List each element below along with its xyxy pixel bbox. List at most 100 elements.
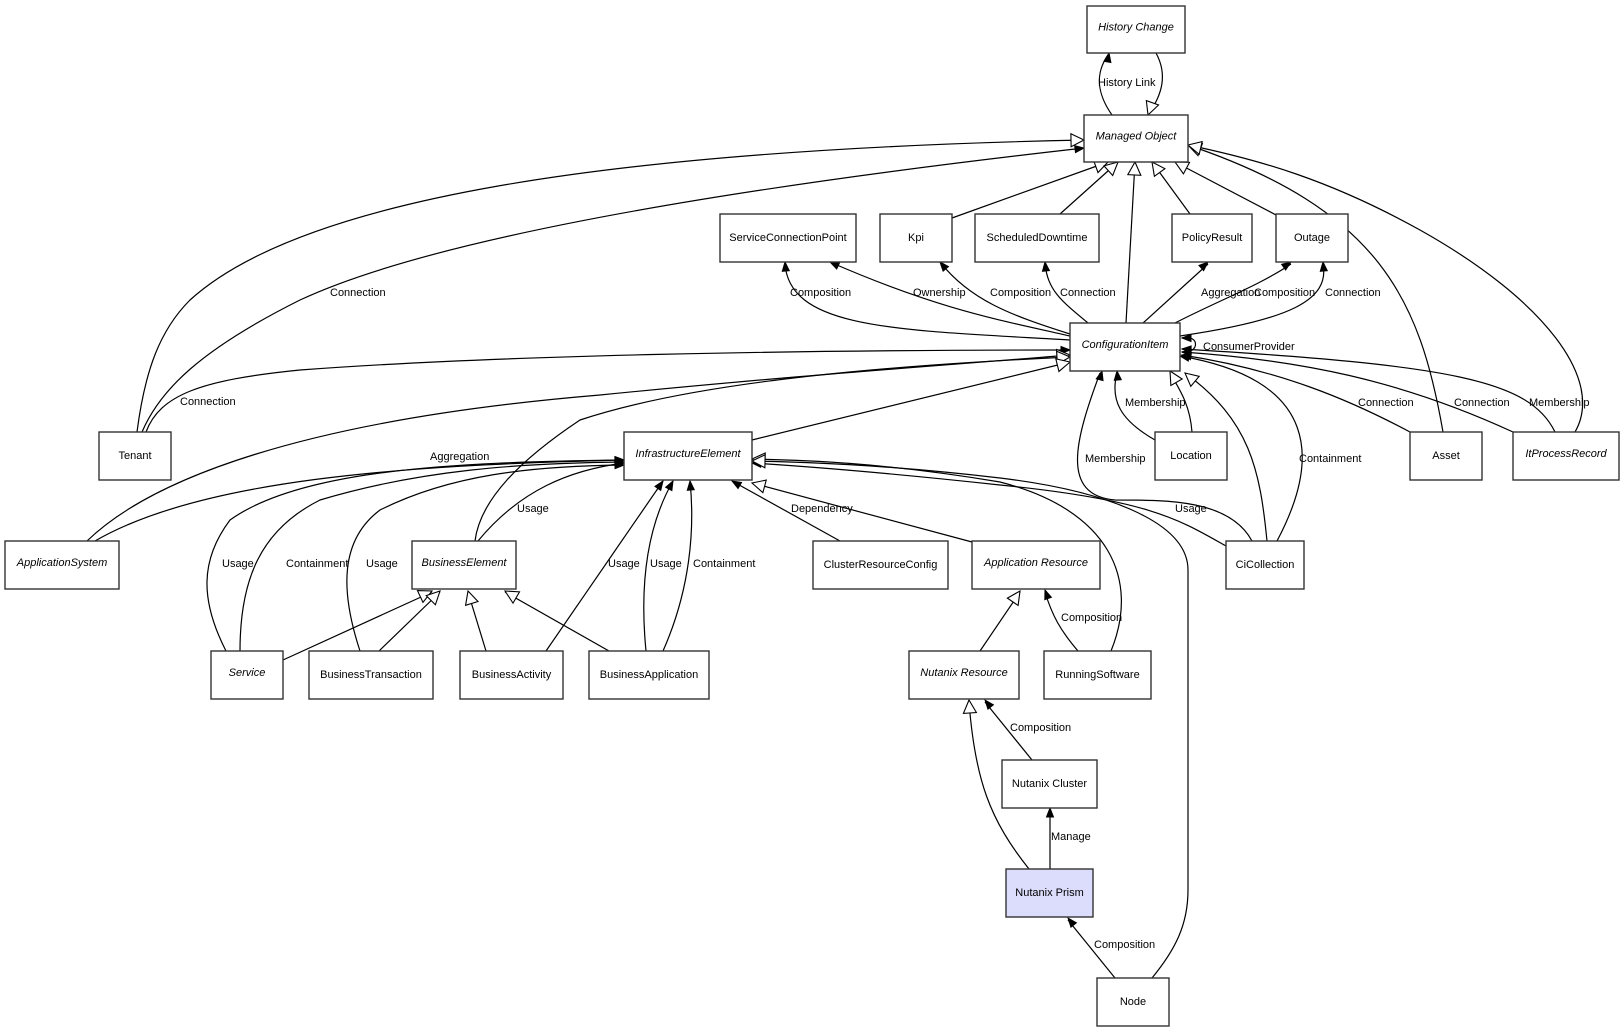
class-node-business-application[interactable]: BusinessApplication — [588, 650, 710, 700]
class-box[interactable] — [1083, 114, 1189, 163]
class-node-infrastructure-element[interactable]: InfrastructureElement — [623, 431, 753, 481]
class-box[interactable] — [1225, 540, 1305, 590]
class-node-asset[interactable]: Asset — [1409, 431, 1483, 481]
inheritance-arrowhead-icon — [1102, 161, 1119, 177]
class-node-outage[interactable]: Outage — [1275, 213, 1349, 263]
association-arrowhead-icon — [828, 261, 841, 270]
class-node-running-software[interactable]: RunningSoftware — [1043, 650, 1152, 700]
class-box[interactable] — [719, 213, 857, 263]
class-name: ConfigurationItem — [1082, 339, 1169, 351]
class-node-nutanix-cluster[interactable]: Nutanix Cluster — [1001, 759, 1098, 809]
class-box[interactable] — [971, 540, 1101, 590]
association-arrowhead-icon — [1044, 588, 1053, 601]
edge-line — [504, 591, 610, 652]
class-node-application-resource[interactable]: Application Resource — [971, 540, 1101, 590]
class-name: InfrastructureElement — [635, 448, 741, 460]
edge-label: Composition — [1061, 612, 1122, 624]
class-box[interactable] — [1512, 431, 1620, 481]
edge-line — [545, 480, 664, 652]
edge-sd-mo — [1059, 161, 1119, 215]
class-node-service[interactable]: Service — [210, 650, 284, 700]
edge-bt-be — [378, 590, 441, 652]
class-node-cluster-resource-config[interactable]: ClusterResourceConfig — [812, 540, 949, 590]
class-box[interactable] — [411, 540, 517, 590]
class-node-tenant[interactable]: Tenant — [98, 431, 172, 481]
class-node-managed-object[interactable]: Managed Object — [1083, 114, 1189, 163]
inheritance-arrowhead-icon — [1184, 372, 1201, 388]
class-box[interactable] — [1409, 431, 1483, 481]
class-name: Service — [229, 667, 266, 679]
class-node-node[interactable]: Node — [1096, 977, 1170, 1027]
inheritance-arrowhead-icon — [425, 590, 441, 606]
class-box[interactable] — [879, 213, 953, 263]
class-box[interactable] — [974, 213, 1100, 263]
class-box[interactable] — [98, 431, 172, 481]
edge-np-nr — [962, 698, 1030, 870]
edge-line — [1184, 372, 1268, 542]
edge-bapp-ie-usage — [643, 479, 674, 652]
class-node-it-process-record[interactable]: ItProcessRecord — [1512, 431, 1620, 481]
edge-line — [751, 462, 1227, 547]
edge-history-link-b — [1145, 52, 1163, 117]
class-box[interactable] — [1154, 431, 1228, 481]
class-box[interactable] — [623, 431, 753, 481]
association-arrowhead-icon — [1198, 261, 1210, 272]
edge-line — [136, 139, 1085, 433]
edge-ci-sd — [1041, 260, 1089, 324]
edge-label: Usage — [1175, 503, 1207, 515]
edge-label: Composition — [1254, 287, 1315, 299]
edge-loc-ci-mem — [1113, 369, 1156, 441]
class-node-business-transaction[interactable]: BusinessTransaction — [308, 650, 434, 700]
edge-label: Aggregation — [1201, 287, 1260, 299]
class-node-scheduled-downtime[interactable]: ScheduledDowntime — [974, 213, 1100, 263]
edge-bapp-be — [503, 590, 610, 652]
edge-line — [206, 459, 625, 652]
class-name: Kpi — [908, 232, 924, 244]
inheritance-arrowhead-icon — [750, 453, 766, 469]
class-name: ItProcessRecord — [1525, 448, 1607, 460]
class-node-nutanix-prism[interactable]: Nutanix Prism — [1005, 868, 1094, 918]
class-node-application-system[interactable]: ApplicationSystem — [4, 540, 120, 590]
class-box[interactable] — [1005, 868, 1094, 918]
edge-label: Connection — [1060, 287, 1116, 299]
inheritance-arrowhead-icon — [962, 698, 978, 715]
edge-itpr-mo — [1186, 140, 1584, 433]
class-box[interactable] — [1086, 5, 1186, 54]
class-node-configuration-item[interactable]: ConfigurationItem — [1069, 322, 1181, 372]
class-box[interactable] — [1043, 650, 1152, 700]
class-node-business-activity[interactable]: BusinessActivity — [459, 650, 564, 700]
class-box[interactable] — [908, 650, 1020, 700]
edge-line — [662, 480, 693, 652]
class-node-location[interactable]: Location — [1154, 431, 1228, 481]
class-box[interactable] — [588, 650, 710, 700]
edge-ar-ie — [750, 479, 973, 543]
class-box[interactable] — [210, 650, 284, 700]
edge-tenant-ci — [145, 345, 1072, 433]
class-box[interactable] — [4, 540, 120, 590]
class-box[interactable] — [1171, 213, 1253, 263]
class-box[interactable] — [308, 650, 434, 700]
class-node-nutanix-resource[interactable]: Nutanix Resource — [908, 650, 1020, 700]
edge-line — [1187, 144, 1444, 433]
inheritance-arrowhead-icon — [1186, 140, 1203, 156]
class-node-service-connection-point[interactable]: ServiceConnectionPoint — [719, 213, 857, 263]
class-name: ServiceConnectionPoint — [729, 232, 846, 244]
class-node-business-element[interactable]: BusinessElement — [411, 540, 517, 590]
class-node-policy-result[interactable]: PolicyResult — [1171, 213, 1253, 263]
class-node-history-change[interactable]: History Change — [1086, 5, 1186, 54]
class-box[interactable] — [459, 650, 564, 700]
inheritance-arrowhead-icon — [503, 590, 521, 605]
edge-line — [1067, 919, 1116, 979]
edge-line — [1179, 355, 1303, 542]
edge-line — [951, 161, 1109, 219]
edge-appsys-ci-agg — [86, 348, 1072, 542]
class-box[interactable] — [1096, 977, 1170, 1027]
class-node-ci-collection[interactable]: CiCollection — [1225, 540, 1305, 590]
association-arrowhead-icon — [1180, 345, 1192, 354]
class-box[interactable] — [1275, 213, 1349, 263]
class-node-kpi[interactable]: Kpi — [879, 213, 953, 263]
class-box[interactable] — [812, 540, 949, 590]
class-box[interactable] — [1001, 759, 1098, 809]
class-box[interactable] — [1069, 322, 1181, 372]
